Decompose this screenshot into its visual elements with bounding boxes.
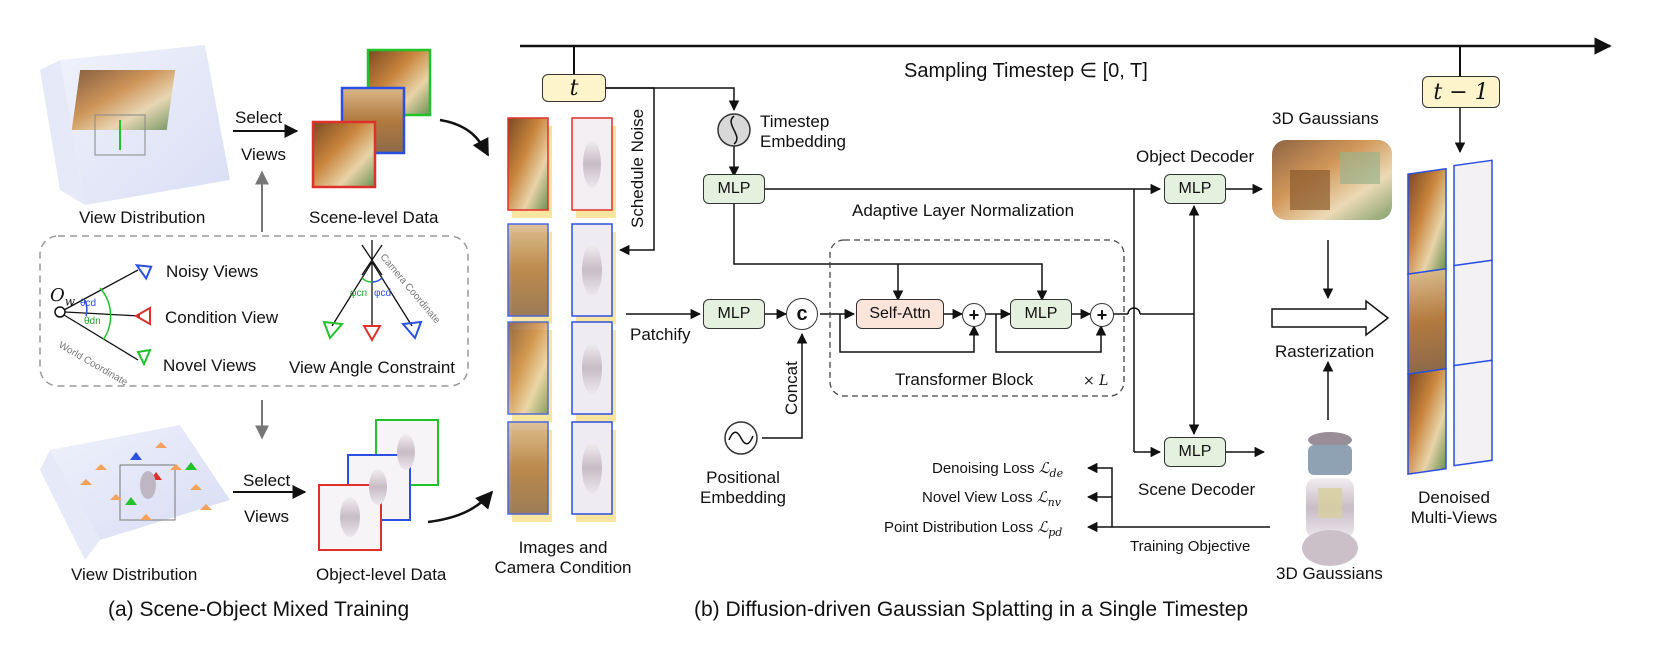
theta-dn-label: θdn (84, 316, 101, 327)
phi-cn-label: φcn (350, 288, 368, 299)
denoising-loss-label: Denoising Loss ℒde (932, 459, 1064, 480)
origin-label: Ow (50, 285, 76, 309)
caption-a: (a) Scene-Object Mixed Training (108, 598, 410, 621)
mlp-block: MLP (1010, 299, 1072, 329)
residual-add-1: + (962, 303, 986, 327)
mlp-object-decoder: MLP (1164, 174, 1226, 204)
views-label-bottom: Views (244, 507, 290, 526)
sampling-timestep-label: Sampling Timestep ∈ [0, T] (904, 60, 1148, 82)
object-level-data-label: Object-level Data (316, 565, 447, 584)
adaptive-layer-norm-label: Adaptive Layer Normalization (852, 201, 1075, 220)
patchify-label: Patchify (630, 325, 691, 344)
training-objective-label: Training Objective (1130, 538, 1251, 555)
object-gaussians-scene (1272, 140, 1392, 220)
noisy-image-column (507, 117, 616, 522)
scene-view-distribution-plot (40, 45, 230, 205)
mlp-scene-decoder: MLP (1164, 437, 1226, 467)
rasterization-label: Rasterization (1275, 342, 1375, 361)
concat-label: Concat (782, 361, 801, 415)
view-angle-box (39, 235, 469, 387)
mlp-patch: MLP (703, 299, 765, 329)
view-angle-constraint-label: View Angle Constraint (289, 358, 456, 377)
caption-b: (b) Diffusion-driven Gaussian Splatting … (694, 598, 1249, 621)
view-distribution-top-label: View Distribution (79, 208, 206, 227)
phi-cd-label: φcd (374, 288, 392, 299)
select-label-bottom: Select (243, 471, 291, 490)
residual-add-2: + (1090, 303, 1114, 327)
self-attn-box: Self-Attn (856, 299, 944, 329)
t-box: t (542, 74, 606, 102)
mlp-timestep: MLP (703, 174, 765, 204)
timestep-embedding-label: Timestep Embedding (760, 112, 847, 151)
denoised-image-column (1407, 159, 1493, 475)
gaussians-top-label: 3D Gaussians (1272, 109, 1379, 128)
transformer-block-label: Transformer Block (895, 370, 1034, 389)
condition-view-label: Condition View (165, 308, 279, 327)
scene-gaussians-lantern (1302, 432, 1358, 566)
schedule-noise-label: Schedule Noise (628, 108, 647, 228)
t-minus-one-box: t − 1 (1422, 76, 1500, 108)
theta-cd-label: θcd (80, 298, 97, 309)
point-distribution-loss-label: Point Distribution Loss ℒpd (884, 518, 1063, 539)
scene-level-data-label: Scene-level Data (309, 208, 439, 227)
denoised-multi-views-label: Denoised Multi-Views (1410, 488, 1498, 527)
times-l-label: × L (1083, 373, 1109, 389)
object-decoder-label: Object Decoder (1136, 147, 1255, 166)
novel-view-loss-label: Novel View Loss ℒnv (922, 488, 1061, 509)
positional-embedding-label: Positional Embedding (699, 468, 786, 507)
rasterization-arrow (1271, 299, 1390, 337)
concat-symbol: c (786, 298, 818, 330)
origin-diagram (54, 264, 153, 367)
object-view-distribution-plot (40, 425, 230, 560)
transformer-block-box (829, 239, 1125, 397)
scene-decoder-label: Scene Decoder (1138, 480, 1256, 499)
gaussians-bottom-label: 3D Gaussians (1276, 564, 1383, 583)
images-camera-condition-label: Images and Camera Condition (494, 538, 632, 577)
select-label-top: Select (235, 108, 283, 127)
view-distribution-bottom-label: View Distribution (71, 565, 198, 584)
camera-coordinate-diagram (322, 240, 423, 343)
object-level-images (318, 419, 439, 551)
noisy-views-label: Noisy Views (166, 262, 259, 281)
views-label-top: Views (241, 145, 287, 164)
scene-level-images (311, 48, 432, 189)
novel-views-label: Novel Views (163, 356, 257, 375)
